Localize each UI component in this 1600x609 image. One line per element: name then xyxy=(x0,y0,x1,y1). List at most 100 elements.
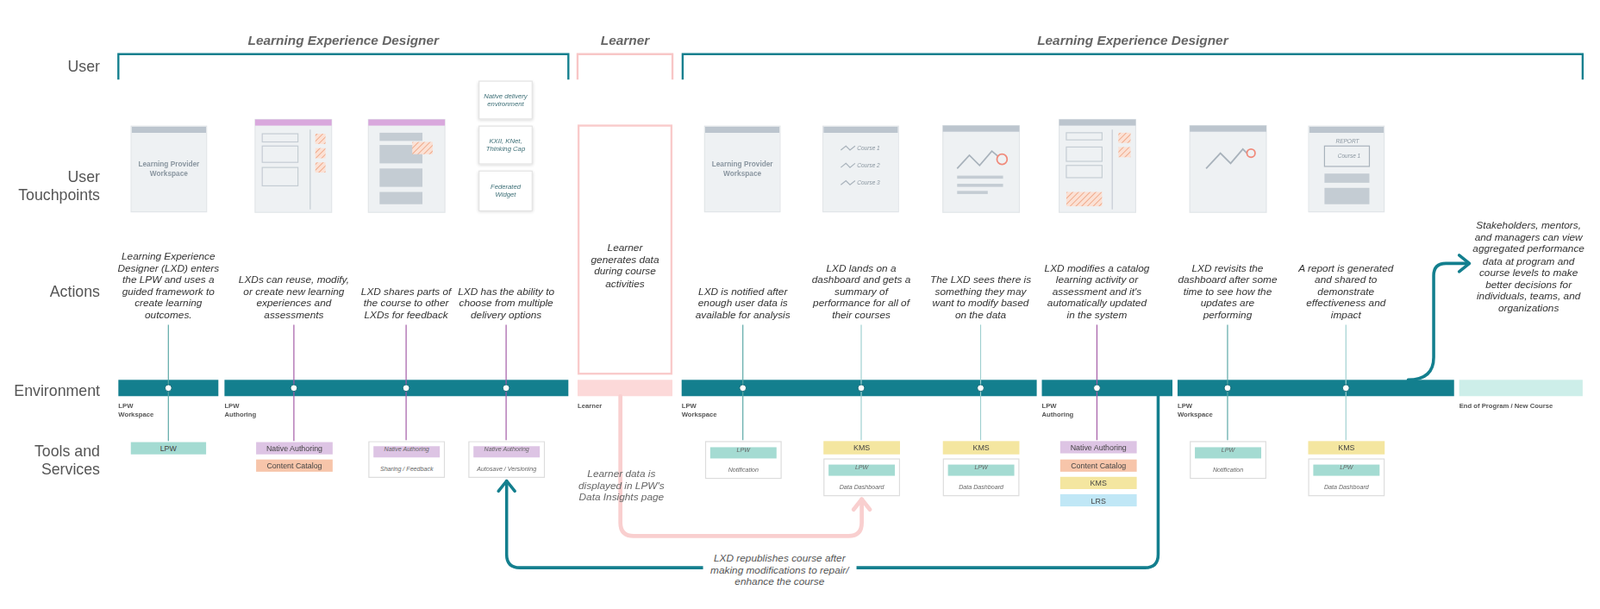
node-text: Learner generates data during course act… xyxy=(585,242,664,289)
action-text: Learning Experience Designer (LXD) enter… xyxy=(117,250,219,321)
node-text: Course 3 xyxy=(856,179,880,187)
node-text: KXII, KNet, Thinking Cap xyxy=(481,137,529,154)
sharing-screen xyxy=(379,144,423,163)
outcome-arrow xyxy=(1407,255,1469,380)
node-text: Course 1 xyxy=(1337,153,1361,161)
environment-bar: LPW Authoring xyxy=(1042,379,1174,396)
tool-box: Data DashboardLPW xyxy=(823,457,900,496)
row-label: Actions xyxy=(0,282,100,301)
tool-box: NotificationLPW xyxy=(705,440,782,479)
revisit-screen xyxy=(1246,149,1255,157)
modify-screen xyxy=(1066,132,1102,140)
tool-box: Notification LPW xyxy=(1189,440,1267,479)
tool-chip: LPW xyxy=(131,442,207,455)
tool-box: Sharing / FeedbackNative Authoring xyxy=(368,440,445,478)
revisit-screen xyxy=(1206,149,1247,169)
bar-dot xyxy=(1224,384,1232,392)
environment-label: End of Program / New Course xyxy=(1459,401,1583,410)
tool-chip: Content Catalog xyxy=(256,459,333,472)
course-list-icons xyxy=(840,145,856,150)
bar-dot xyxy=(739,384,747,392)
node-text: LRS xyxy=(1091,495,1107,506)
sharing-screen xyxy=(368,118,445,213)
tool-chip: Native Authoring xyxy=(473,445,540,457)
tool-chip: LPW xyxy=(948,464,1015,476)
action-text: LXD shares parts of the course to other … xyxy=(355,285,457,321)
bar-dot xyxy=(857,384,865,392)
tool-caption: Notification xyxy=(706,466,781,474)
screen-tile: Learning Provider Workspace xyxy=(131,125,208,213)
modify-screen xyxy=(1118,146,1131,157)
sharing-screen xyxy=(379,168,423,187)
action-text: LXD has the ability to choose from multi… xyxy=(455,285,557,321)
course-list-icons xyxy=(840,181,856,186)
action-text: LXDs can reuse, modify, or create new le… xyxy=(237,273,350,320)
report-art xyxy=(1324,145,1369,167)
bar-dot xyxy=(1342,384,1350,392)
sharing-screen xyxy=(379,132,423,141)
revisit-screen xyxy=(1189,125,1267,213)
action-text: A report is generated and shared to demo… xyxy=(1292,262,1400,321)
authoring-screen xyxy=(315,133,326,144)
node-text: Learning Provider Workspace xyxy=(137,160,200,178)
user-heading: Learner xyxy=(577,32,673,49)
tool-chip: KMS xyxy=(823,440,900,454)
action-text: LXD is notified after enough user data i… xyxy=(692,285,794,321)
connector xyxy=(498,395,1158,568)
data-note: Learner data is displayed in LPW's Data … xyxy=(571,467,672,503)
arrow-head xyxy=(498,481,515,492)
revisit-screen xyxy=(1189,125,1267,132)
authoring-screen xyxy=(255,118,332,213)
environment-label: LPW Authoring xyxy=(1042,401,1080,419)
node-text: LPW xyxy=(1194,446,1262,454)
node-text: LPW xyxy=(1312,464,1380,472)
tool-chip: LPW xyxy=(1312,464,1380,476)
authoring-screen xyxy=(262,133,298,142)
row-label: Environment xyxy=(0,381,100,400)
environment-bar: LPW Workspace xyxy=(1177,379,1455,396)
sharing-screen xyxy=(412,142,433,155)
tool-caption: Notification xyxy=(1190,466,1265,474)
sharing-screen xyxy=(368,118,445,213)
modify-screen xyxy=(1112,129,1113,209)
node-text: KMS xyxy=(972,443,989,453)
modify-screen xyxy=(1066,192,1102,207)
chart-screen xyxy=(956,190,988,194)
leader-line xyxy=(1096,324,1098,440)
connector-label: LXD republishes course after making modi… xyxy=(703,551,857,588)
authoring-screen xyxy=(262,145,298,163)
report-art xyxy=(1324,145,1369,204)
leader-line xyxy=(980,324,982,440)
course-list-icons xyxy=(840,162,856,168)
leader-line xyxy=(742,324,744,440)
action-text: LXD modifies a catalog learning activity… xyxy=(1043,262,1150,321)
environment-label: LPW Authoring xyxy=(224,401,262,419)
user-bracket xyxy=(118,54,569,81)
node-text: Native Authoring xyxy=(473,445,540,453)
modify-screen xyxy=(1059,118,1137,213)
outcome-arrow xyxy=(1407,262,1468,380)
course-list-icons xyxy=(840,145,856,185)
tool-box: Data Dashboard LPW xyxy=(1307,457,1385,496)
environment-bar: LPW Workspace xyxy=(118,379,219,396)
connector xyxy=(620,395,870,536)
node-text: Federated Widget xyxy=(481,182,529,200)
chart-screen xyxy=(943,125,1020,213)
node-text: KMS xyxy=(1090,478,1107,488)
report-art xyxy=(1324,187,1369,205)
bar-dot xyxy=(1093,384,1101,392)
modify-screen xyxy=(1066,165,1102,178)
bar-dot xyxy=(502,384,510,392)
node-text: LPW xyxy=(948,464,1015,472)
report-art xyxy=(1324,173,1369,183)
chart-screen xyxy=(956,183,1003,188)
environment-label: Learner xyxy=(577,401,615,410)
node-text: REPORT xyxy=(1335,137,1359,145)
leader-line xyxy=(506,324,507,440)
modify-screen xyxy=(1059,118,1137,125)
connector-line xyxy=(506,395,1159,568)
bar-dot xyxy=(290,384,298,392)
tool-caption: Data Dashboard xyxy=(1309,483,1384,491)
tool-chip: KMS xyxy=(943,440,1020,454)
action-text: LXD revisits the dashboard after some ti… xyxy=(1176,262,1279,321)
